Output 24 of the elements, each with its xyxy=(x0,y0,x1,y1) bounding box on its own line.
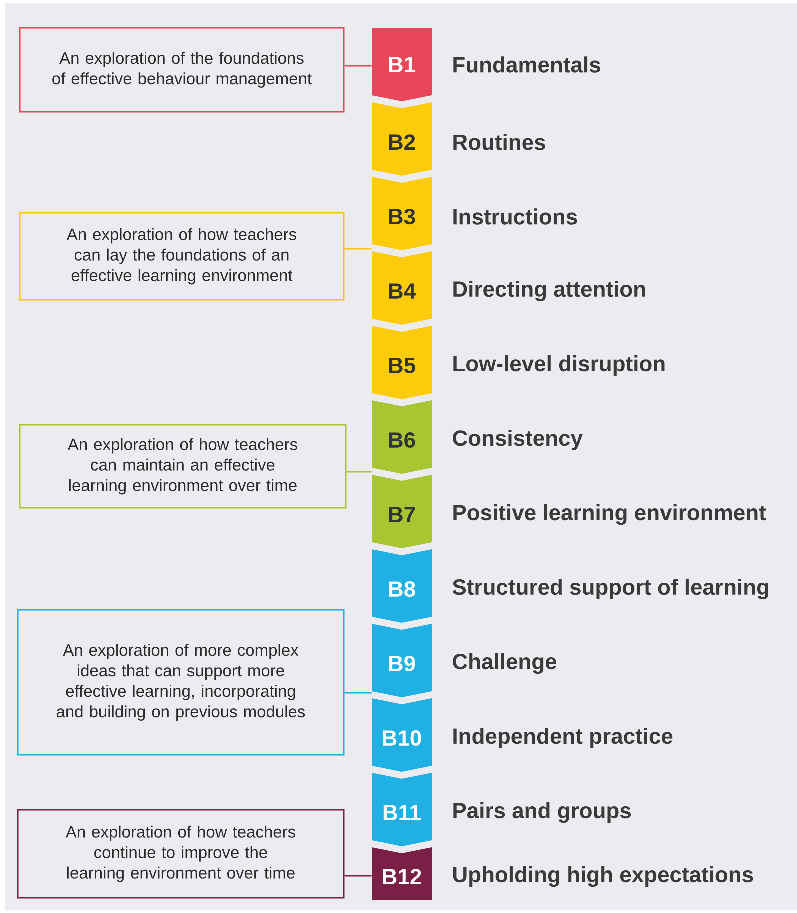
module-code-tab: B1 xyxy=(372,28,432,102)
module-code-tab: B12 xyxy=(372,848,432,900)
module-title: Independent practice xyxy=(454,728,673,748)
module-title: Routines xyxy=(454,134,546,150)
description-box: An exploration of the foundations of effective behaviour management xyxy=(19,27,345,113)
description-box: An exploration of how teachers can maintain an effective learning environment over time xyxy=(19,424,347,509)
module-title: Upholding high expectations xyxy=(454,866,754,888)
module-title: Directing attention xyxy=(454,280,646,302)
description-box: An exploration of how teachers can lay the foundations of an effective learning environment xyxy=(19,212,345,301)
description-box: An exploration of more complex ideas that can support more effective learning, incorporating and building on previous modules xyxy=(17,609,345,756)
module-title: Consistency xyxy=(453,430,583,450)
module-title: Structured support of learning xyxy=(452,578,768,600)
connector-line xyxy=(344,65,372,67)
module-title: Low-level disruption xyxy=(454,356,665,376)
module-title: Fundamentals xyxy=(454,56,600,73)
module-title: Instructions xyxy=(454,208,578,225)
connector-line xyxy=(344,248,372,250)
connector-line xyxy=(344,875,372,877)
module-title: Pairs and groups xyxy=(454,802,631,824)
connector-line xyxy=(344,692,372,694)
module-title: Challenge xyxy=(453,653,557,674)
module-title: Positive learning environment xyxy=(454,504,766,526)
description-box: An exploration of how teachers continue to improve the learning environment over time xyxy=(17,809,345,899)
connector-line xyxy=(346,471,372,473)
